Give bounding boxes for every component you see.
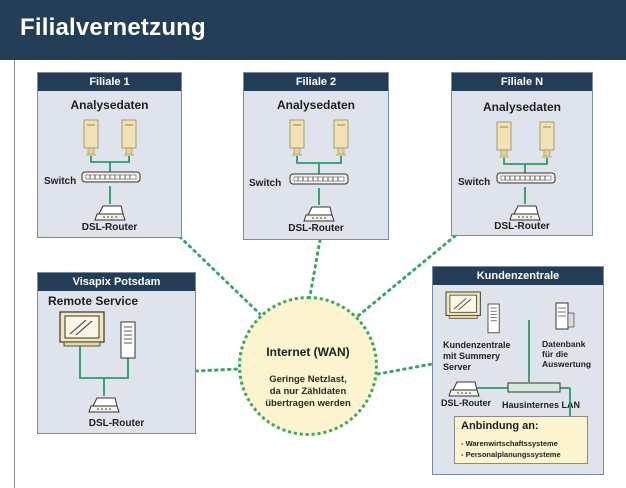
monitor-icon xyxy=(445,291,481,319)
connection-box: Anbindung an: - Warenwirtschaftssysteme … xyxy=(454,416,588,464)
wan-link-filiale-n xyxy=(356,234,457,318)
connection-item: - Personalplanungssysteme xyxy=(461,450,561,459)
router-icon xyxy=(88,397,120,413)
page-title: Filialvernetzung xyxy=(20,14,206,41)
router-icon xyxy=(303,206,335,222)
remote-service-box: Visapix Potsdam xyxy=(37,272,196,434)
database-label: Datenbank für die Auswertung xyxy=(542,339,592,369)
router-icon xyxy=(448,381,480,397)
workstation-icon xyxy=(539,121,555,159)
title-bar: Filialvernetzung xyxy=(0,0,626,60)
wan-link-visapix xyxy=(194,367,240,373)
wan-title: Internet (WAN) xyxy=(266,345,350,359)
content-border xyxy=(14,60,626,488)
summery-server-icon xyxy=(487,303,500,334)
wan-link-filiale-1 xyxy=(178,235,264,318)
central-header: Kundenzentrale xyxy=(433,267,603,285)
switch-icon xyxy=(496,172,556,184)
wan-link-filiale-2 xyxy=(308,238,322,298)
switch-label: Switch xyxy=(249,178,282,189)
workstation-icon xyxy=(83,119,99,157)
branch-header: Filiale N xyxy=(452,73,592,91)
branch-header: Filiale 1 xyxy=(38,73,181,91)
workstation-icon xyxy=(121,119,137,157)
workstation-icon xyxy=(496,121,512,159)
link-line xyxy=(296,146,342,164)
router-icon xyxy=(94,205,126,221)
connection-title: Anbindung an: xyxy=(461,420,539,432)
remote-heading: Remote Service xyxy=(48,294,139,308)
lan-label: Hausinternes LAN xyxy=(502,400,581,410)
connection-item: - Warenwirtschaftssysteme xyxy=(461,439,558,448)
branch-header: Filiale 2 xyxy=(244,73,388,91)
router-label: DSL-Router xyxy=(441,398,491,408)
wan-link-kundenzentrale xyxy=(376,362,434,376)
branch-heading: Analysedaten xyxy=(70,98,149,112)
switch-label: Switch xyxy=(458,177,491,188)
router-icon xyxy=(509,205,541,221)
lan-hub-icon xyxy=(507,382,561,393)
workstation-icon xyxy=(333,119,349,157)
branch-heading: Analysedaten xyxy=(482,100,562,114)
router-label: DSL-Router xyxy=(81,222,138,233)
switch-icon xyxy=(289,173,349,185)
wan-note: Geringe Netzlast, da nur Zähldaten übert… xyxy=(265,374,351,409)
server-label: Kundenzentrale mit Summery Server xyxy=(443,340,511,372)
connection-list: - Warenwirtschaftssysteme - Personalplan… xyxy=(461,438,561,460)
monitor-icon xyxy=(59,311,105,347)
internet-wan-node xyxy=(238,296,378,436)
switch-label: Switch xyxy=(44,176,77,187)
remote-header: Visapix Potsdam xyxy=(38,273,195,291)
router-label: DSL-Router xyxy=(288,223,344,234)
workstation-icon xyxy=(289,119,305,157)
router-label: DSL-Router xyxy=(88,418,145,429)
router-label: DSL-Router xyxy=(494,221,550,232)
server-tower-icon xyxy=(120,321,136,359)
branch-box-filiale-2: Filiale 2 xyxy=(243,72,389,240)
switch-icon xyxy=(81,171,141,183)
database-server-icon xyxy=(555,302,575,330)
branch-heading: Analysedaten xyxy=(276,98,356,112)
